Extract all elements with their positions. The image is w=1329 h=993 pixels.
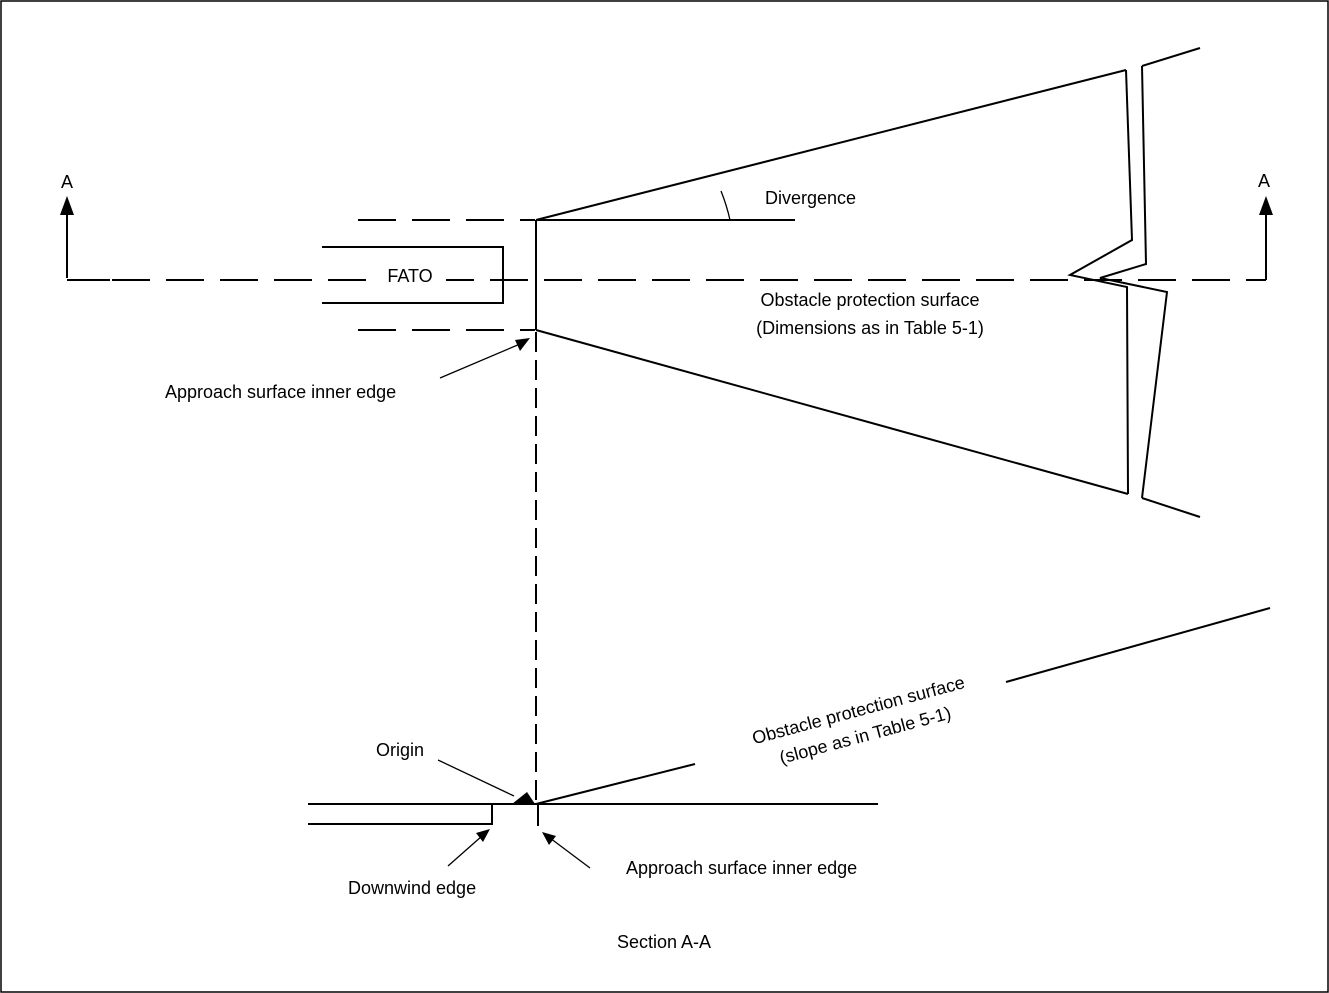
section-title: Section A-A bbox=[617, 932, 711, 952]
section-marker-left: A bbox=[61, 172, 73, 192]
section-arrow-left-head bbox=[60, 196, 74, 215]
inner-edge-plan-label: Approach surface inner edge bbox=[165, 382, 396, 402]
inner-edge-plan-arrow-head bbox=[515, 338, 530, 351]
break-line-left bbox=[1067, 69, 1134, 495]
surface-upper-edge-far bbox=[1141, 47, 1201, 67]
origin-marker bbox=[512, 792, 535, 804]
plan-view: A A FATO Divergence Obstacle protection … bbox=[60, 47, 1273, 518]
surface-lower-edge bbox=[535, 329, 1129, 495]
origin-label: Origin bbox=[376, 740, 424, 760]
surface-lower-edge-far bbox=[1141, 497, 1201, 518]
divergence-label: Divergence bbox=[765, 188, 856, 208]
fato-surface-step bbox=[308, 804, 493, 825]
downwind-edge-arrow-head bbox=[476, 829, 490, 842]
ops-slope-lower bbox=[535, 763, 696, 805]
downwind-edge-label: Downwind edge bbox=[348, 878, 476, 898]
inner-edge-plan-leader bbox=[439, 343, 521, 379]
downwind-edge-leader bbox=[447, 835, 483, 867]
ops-section-label-group: Obstacle protection surface (slope as in… bbox=[750, 672, 967, 768]
break-line-right bbox=[1099, 65, 1169, 499]
fato-outline bbox=[322, 246, 504, 304]
section-view: Origin Downwind edge Approach surface in… bbox=[308, 607, 1271, 952]
ops-plan-label-line2: (Dimensions as in Table 5-1) bbox=[756, 318, 984, 338]
section-line-a-a bbox=[60, 196, 1273, 281]
surface-upper-edge bbox=[535, 69, 1127, 221]
section-arrow-right-head bbox=[1259, 196, 1273, 215]
inner-edge-section-leader bbox=[549, 837, 591, 869]
inner-edge-section-arrow-head bbox=[542, 832, 556, 845]
inner-edge-section-label: Approach surface inner edge bbox=[626, 858, 857, 878]
origin-leader bbox=[437, 759, 515, 797]
ops-slope-upper bbox=[1005, 607, 1271, 683]
fato-area bbox=[322, 219, 535, 331]
approach-surface-plan bbox=[535, 47, 1201, 518]
divergence-angle-arc bbox=[720, 190, 731, 221]
section-marker-right: A bbox=[1258, 171, 1270, 191]
ops-plan-label-line1: Obstacle protection surface bbox=[760, 290, 979, 310]
fato-label-mask bbox=[374, 262, 446, 290]
fato-label: FATO bbox=[387, 266, 432, 286]
